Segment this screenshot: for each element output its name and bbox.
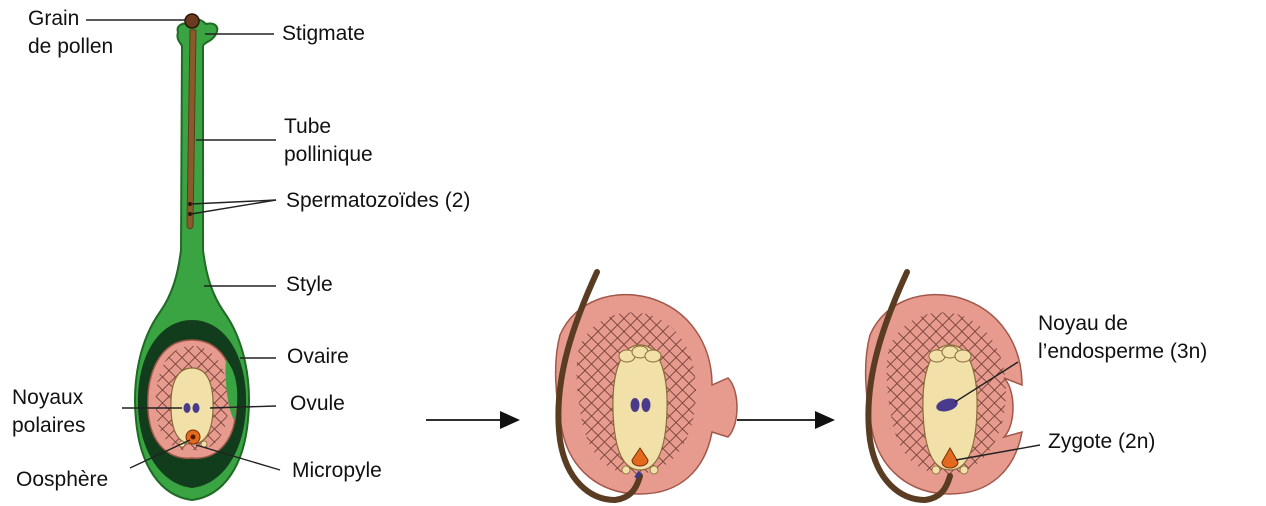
label-ovaire: Ovaire: [287, 345, 349, 368]
label-grain-line1: Grain: [28, 7, 79, 30]
label-endosperme-line2: l’endosperme (3n): [1038, 340, 1207, 363]
ovule-stage-3: [866, 272, 1022, 500]
arrow-1: [426, 411, 520, 429]
pistil: [135, 14, 249, 500]
pollen-grain: [185, 14, 199, 28]
label-grain-line2: de pollen: [28, 35, 113, 58]
label-tube-line1: Tube: [284, 115, 331, 138]
label-noyaux-line2: polaires: [12, 414, 86, 437]
ovule-in-ovary: [148, 340, 236, 458]
label-stigmate: Stigmate: [282, 22, 365, 45]
label-micropyle: Micropyle: [292, 459, 382, 482]
label-ovule: Ovule: [290, 392, 345, 415]
label-oosphere: Oosphère: [16, 468, 108, 491]
label-zygote: Zygote (2n): [1048, 430, 1155, 453]
arrow-2: [737, 411, 835, 429]
label-tube-line2: pollinique: [284, 143, 373, 166]
label-style: Style: [286, 273, 333, 296]
label-endosperme-line1: Noyau de: [1038, 312, 1128, 335]
ovule-stage-2: [556, 272, 737, 500]
label-noyaux-line1: Noyaux: [12, 386, 84, 409]
label-spermatozoides: Spermatozoïdes (2): [286, 189, 470, 212]
